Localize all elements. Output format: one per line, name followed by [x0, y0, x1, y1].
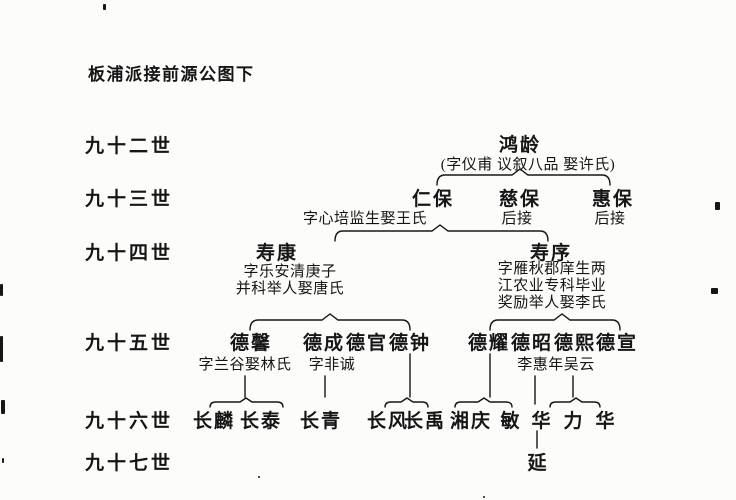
- person-yan: 延: [527, 453, 547, 474]
- note-shouxu: 字雁秋郡庠生两 江农业专科毕业 奖励举人娶李氏: [498, 261, 607, 312]
- note-shoukang-line2: 并科举人娶唐氏: [235, 281, 345, 297]
- person-deyao: 德耀: [467, 333, 511, 354]
- scan-edge-mark: [0, 284, 3, 296]
- brace-xiangqing-min: [454, 397, 513, 408]
- scan-speck: [258, 476, 260, 478]
- scan-speck: [2, 458, 4, 463]
- note-dezhao: 李惠年吴云: [517, 357, 595, 373]
- note-hongling: (字仪甫 议叙八品 娶许氏): [440, 157, 616, 173]
- person-shouxu: 寿序: [529, 243, 573, 264]
- note-shoukang-line1: 字乐安清庚子: [243, 264, 337, 280]
- scan-edge-mark: [0, 336, 3, 362]
- person-deguan: 德官: [345, 333, 389, 354]
- brace-li-hua: [549, 397, 601, 408]
- gen-label-95: 九十五世: [85, 333, 174, 354]
- person-huibao: 惠保: [591, 189, 635, 210]
- scan-speck: [483, 496, 485, 498]
- person-shoukang: 寿康: [255, 243, 299, 264]
- note-decheng: 字非诚: [308, 357, 356, 373]
- person-changfeng: 长风: [366, 411, 410, 432]
- brace-shouxu-children: [489, 313, 621, 331]
- person-changyu: 长禹: [403, 411, 447, 432]
- note-shouxu-line1: 字雁秋郡庠生两: [497, 261, 607, 277]
- gen-label-93: 九十三世: [85, 189, 174, 210]
- note-shoukang: 字乐安清庚子 并科举人娶唐氏: [236, 264, 345, 298]
- note-cibao: 后接: [501, 211, 533, 227]
- person-changtai: 长泰: [239, 411, 283, 432]
- scan-speck: [711, 288, 718, 294]
- brace-changfeng-changyu: [384, 397, 429, 408]
- brace-renbao-children: [334, 224, 549, 242]
- gen-label-92: 九十二世: [85, 136, 174, 157]
- person-changqing: 长青: [299, 411, 343, 432]
- person-dexi: 德熙: [553, 333, 597, 354]
- person-dezhao: 德昭: [510, 333, 554, 354]
- person-dezhong: 德钟: [388, 333, 432, 354]
- person-min: 敏: [500, 411, 520, 432]
- person-xiangqing: 湘庆: [449, 411, 493, 432]
- person-dexuan: 德宣: [595, 333, 639, 354]
- scan-edge-mark: [1, 400, 5, 414]
- brace-shoukang-children: [249, 313, 411, 331]
- person-renbao: 仁保: [411, 189, 455, 210]
- scan-speck: [715, 202, 720, 210]
- person-hua1: 华: [531, 411, 551, 432]
- note-dexin: 字兰谷娶林氏: [198, 357, 292, 373]
- person-li: 力: [563, 411, 583, 432]
- note-huibao: 后接: [594, 211, 626, 227]
- note-shouxu-line2: 江农业专科毕业: [497, 278, 607, 294]
- brace-changlin-changtai: [209, 397, 284, 408]
- page-title: 板浦派接前源公图下: [88, 65, 255, 84]
- brace-hongling-children: [436, 168, 611, 186]
- note-shouxu-line3: 奖励举人娶李氏: [497, 295, 607, 311]
- note-renbao: 字心培监生娶王氏: [302, 211, 428, 227]
- person-dexin: 德馨: [229, 333, 273, 354]
- gen-label-96: 九十六世: [85, 411, 174, 432]
- scan-speck: [103, 4, 106, 10]
- person-hongling: 鸿龄: [498, 135, 542, 156]
- gen-label-97: 九十七世: [85, 453, 174, 474]
- gen-label-94: 九十四世: [85, 243, 174, 264]
- person-changlin: 长麟: [192, 411, 236, 432]
- person-decheng: 德成: [302, 333, 346, 354]
- person-cibao: 慈保: [498, 189, 542, 210]
- person-hua2: 华: [595, 411, 615, 432]
